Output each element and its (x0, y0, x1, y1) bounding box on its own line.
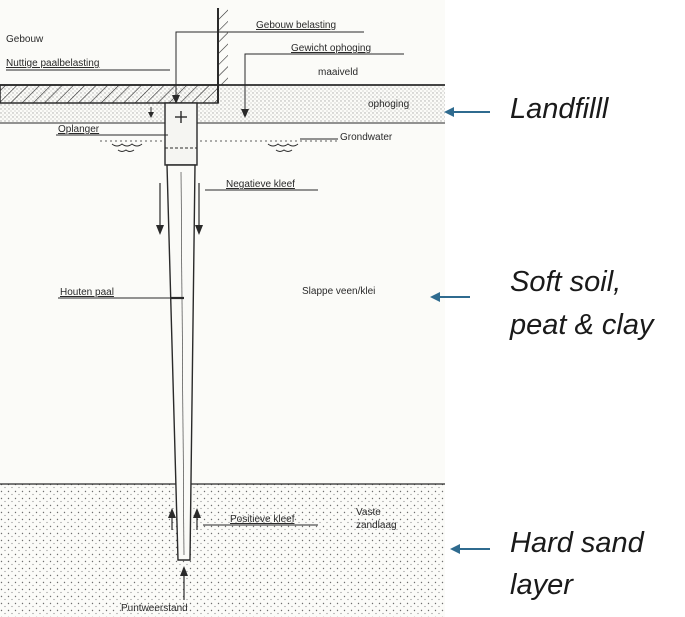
label-gebouw-belasting: Gebouw belasting (256, 20, 337, 31)
fill-weight-arrowhead (241, 109, 249, 118)
annotation-landfill: Landfilll (510, 93, 609, 125)
label-negatieve-kleef: Negatieve kleef (226, 179, 295, 190)
pile-centre-line (180, 171, 185, 556)
fill-weight-line (244, 53, 404, 116)
groundwater-marks-right (267, 143, 299, 152)
annotation-soft-soil-line2: peat & clay (510, 309, 654, 341)
label-nuttige-paalbelasting: Nuttige paalbelasting (6, 58, 100, 69)
building-slab (0, 84, 219, 104)
label-vaste: Vaste (356, 507, 381, 518)
label-puntweerstand: Puntweerstand (121, 603, 188, 614)
label-slappe-veen-klei: Slappe veen/klei (302, 286, 376, 297)
label-oplanger: Oplanger (58, 124, 100, 135)
annotation-hard-sand-line1: Hard sand (510, 527, 644, 559)
building-load-line (175, 31, 364, 102)
groundwater-marks-left (111, 143, 143, 152)
label-zandlaag: zandlaag (356, 520, 397, 531)
label-gebouw: Gebouw (6, 34, 44, 45)
timber-pile (166, 164, 196, 561)
label-positieve-kleef: Positieve kleef (230, 514, 295, 525)
label-houten-paal: Houten paal (60, 287, 114, 298)
label-gewicht-ophoging: Gewicht ophoging (291, 43, 372, 54)
building-wall-hatch (218, 8, 228, 85)
label-ophoging: ophoging (368, 99, 410, 110)
label-maaiveld: maaiveld (318, 67, 359, 78)
annotation-hard-sand-line2: layer (510, 569, 573, 601)
sand-layer (0, 484, 445, 617)
label-grondwater: Grondwater (340, 132, 393, 143)
annotation-soft-soil-line1: Soft soil, (510, 266, 622, 298)
building-load-arrowhead (172, 95, 180, 104)
